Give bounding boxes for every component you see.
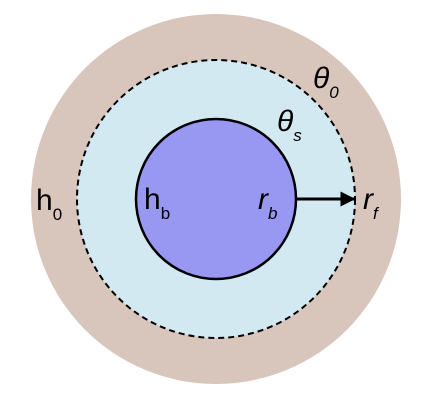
r-f-subscript: f [373,204,380,223]
h-0-label: h0 [36,184,62,224]
h-b-label: hb [144,183,170,223]
r-b-subscript: b [268,204,277,223]
r-b-base: r [258,183,269,216]
h-b-base: h [144,183,161,216]
theta-s-subscript: s [293,126,302,145]
h-0-base: h [36,184,53,217]
h-b-subscript: b [161,204,170,223]
theta-0-subscript: 0 [329,83,339,102]
theta-s-base: θ [277,105,294,138]
theta-0-base: θ [313,62,330,95]
r-f-label: rf [363,183,380,223]
r-b-label: rb [258,183,277,223]
theta-0-label: θ0 [313,62,339,102]
r-f-base: r [363,183,374,216]
theta-s-label: θs [277,105,302,145]
h-0-subscript: 0 [53,205,62,224]
